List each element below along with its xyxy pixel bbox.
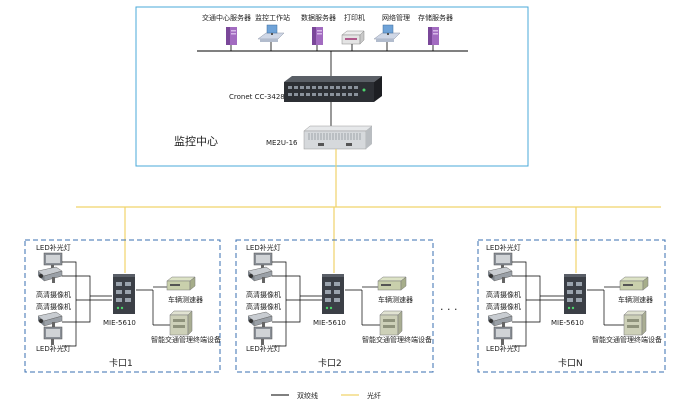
checkpoint-frame (24, 239, 221, 373)
camera-icon (37, 266, 63, 284)
control-center-title: 监控中心 (174, 134, 218, 148)
server-label: 存储服务器 (418, 13, 453, 22)
industrial-switch-icon (322, 274, 344, 314)
led-light-label: LED补光灯 (36, 243, 71, 252)
camera-label: 高清摄像机 (486, 290, 521, 299)
vehicle-detector-icon (166, 276, 196, 291)
led-light-icon (253, 326, 273, 346)
core-switch-icon (284, 76, 382, 102)
detector-label: 车辆测速器 (378, 295, 413, 304)
checkpoint-2: LED补光灯 高清摄像机 高清摄像机 LED补光灯 MIE-5610 车辆测速器… (235, 239, 434, 373)
led-light-label: LED补光灯 (486, 243, 521, 252)
legend-twisted-pair-label: 双绞线 (297, 391, 318, 400)
server-label: 监控工作站 (255, 13, 290, 22)
terminal-device-icon (379, 310, 403, 336)
camera-icon (247, 311, 273, 329)
checkpoint-n: LED补光灯 高清摄像机 高清摄像机 LED补光灯 MIE-5610 车辆测速器… (477, 239, 666, 373)
led-light-icon (493, 326, 513, 346)
camera-label: 高清摄像机 (486, 302, 521, 311)
camera-label: 高清摄像机 (246, 290, 281, 299)
led-light-icon (43, 326, 63, 346)
led-light-label: LED补光灯 (246, 344, 281, 353)
camera-label: 高清摄像机 (36, 302, 71, 311)
terminal-device-icon (623, 310, 647, 336)
led-light-label: LED补光灯 (246, 243, 281, 252)
tower-server-icon (428, 27, 439, 45)
tower-server-icon (226, 27, 237, 45)
camera-icon (487, 266, 513, 284)
workstation-icon (373, 24, 401, 43)
checkpoint-1: LED补光灯 高清摄像机 高清摄像机 LED补光灯 MIE-5610 车辆测速器… (24, 239, 221, 373)
led-light-label: LED补光灯 (486, 344, 521, 353)
legend-fiber-label: 光纤 (367, 391, 381, 400)
detector-label: 车辆测速器 (618, 295, 653, 304)
checkpoint-name: 卡口2 (318, 357, 342, 369)
switch-label: MIE-5610 (103, 319, 136, 327)
industrial-switch-icon (564, 274, 586, 314)
legend: 双绞线 光纤 (271, 391, 381, 400)
checkpoint-frame (477, 239, 666, 373)
field-device-links (272, 261, 380, 347)
media-converter-label: ME2U-16 (266, 139, 298, 147)
server-label: 打印机 (344, 13, 365, 22)
tower-server-icon (312, 27, 323, 45)
field-device-links (512, 261, 624, 347)
more-checkpoints-ellipsis: · · · (440, 303, 457, 316)
server-label: 网络管理 (382, 13, 410, 22)
camera-label: 高清摄像机 (246, 302, 281, 311)
led-light-label: LED补光灯 (36, 344, 71, 353)
core-switch-label: Cronet CC-3428 (229, 93, 285, 101)
workstation-icon (257, 24, 285, 43)
industrial-switch-icon (113, 274, 135, 314)
camera-icon (37, 311, 63, 329)
server-label: 数据服务器 (301, 13, 336, 22)
vehicle-detector-icon (619, 276, 649, 291)
camera-icon (487, 311, 513, 329)
camera-icon (247, 266, 273, 284)
server-drop-lines (230, 42, 434, 51)
server-label: 交通中心服务器 (202, 13, 251, 22)
terminal-label: 智能交通管理终端设备 (362, 335, 432, 344)
switch-label: MIE-5610 (551, 319, 584, 327)
terminal-device-icon (169, 310, 193, 336)
checkpoint-frame (235, 239, 434, 373)
vehicle-detector-icon (377, 276, 407, 291)
checkpoint-name: 卡口N (558, 357, 583, 369)
detector-label: 车辆测速器 (168, 295, 203, 304)
printer-icon (341, 30, 365, 45)
switch-label: MIE-5610 (313, 319, 346, 327)
fiber-backbone (76, 149, 661, 273)
terminal-label: 智能交通管理终端设备 (151, 335, 221, 344)
control-center-frame (135, 6, 529, 167)
checkpoint-name: 卡口1 (109, 357, 133, 369)
terminal-label: 智能交通管理终端设备 (592, 335, 662, 344)
camera-label: 高清摄像机 (36, 290, 71, 299)
media-converter-chassis-icon (303, 125, 373, 150)
field-device-links (62, 261, 170, 347)
